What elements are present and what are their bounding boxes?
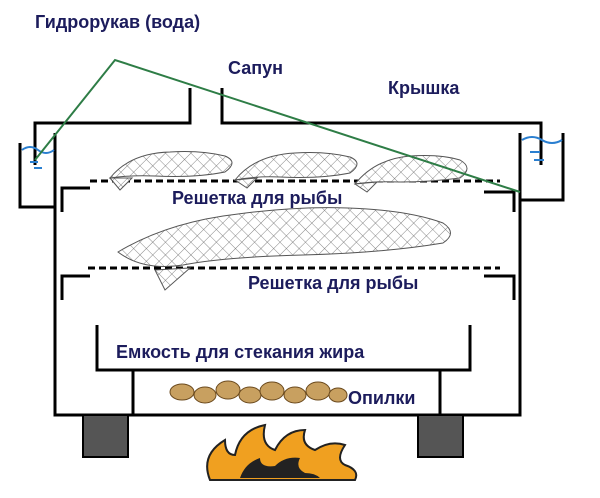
water bbox=[21, 136, 563, 169]
fish bbox=[353, 155, 468, 185]
label-vent: Сапун bbox=[228, 58, 283, 78]
label-grate-bottom: Решетка для рыбы bbox=[248, 273, 419, 293]
bracket bbox=[60, 186, 90, 212]
sawdust bbox=[169, 380, 348, 404]
bracket bbox=[484, 190, 516, 212]
fish bbox=[108, 177, 134, 191]
label-lid: Крышка bbox=[388, 78, 460, 98]
label-drip-tray: Емкость для стекания жира bbox=[116, 342, 365, 362]
fish bbox=[353, 181, 379, 193]
bracket bbox=[484, 274, 516, 300]
lid-right bbox=[220, 88, 543, 165]
drip-tray bbox=[95, 325, 472, 372]
fish bbox=[117, 207, 451, 267]
leg bbox=[417, 414, 464, 458]
label-grate-top: Решетка для рыбы bbox=[172, 188, 343, 208]
water-trough-left bbox=[18, 143, 55, 209]
leg bbox=[82, 414, 129, 458]
label-sawdust: Опилки bbox=[348, 388, 416, 408]
fish bbox=[108, 151, 233, 179]
fish bbox=[233, 152, 358, 181]
tray-support bbox=[131, 370, 442, 415]
lid-left bbox=[33, 88, 192, 165]
fire-icon bbox=[206, 423, 358, 481]
fish bbox=[154, 267, 192, 291]
bracket bbox=[60, 274, 90, 300]
fish bbox=[233, 177, 259, 189]
pointer-line bbox=[34, 58, 521, 193]
label-hydro-seal: Гидрорукав (вода) bbox=[35, 12, 201, 32]
smoker-body bbox=[53, 133, 522, 417]
water-trough-right bbox=[520, 133, 565, 202]
